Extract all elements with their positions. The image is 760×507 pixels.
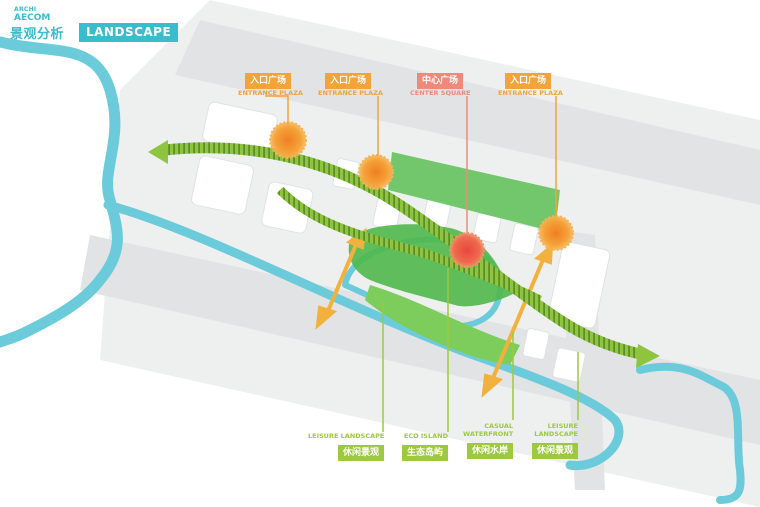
brand-small-text: ARCHI [14,6,37,13]
label-eco-island: ECO ISLAND 生态岛屿 [398,432,448,461]
axis-secondary [488,253,547,387]
label-zh: 入口广场 [244,73,291,89]
label-zh: 休闲景观 [337,445,384,461]
label-leisure-landscape-2: LEISURE LANDSCAPE 休闲景观 [530,422,578,459]
label-casual-waterfront: CASUAL WATERFRONT 休闲水岸 [463,422,513,459]
label-en: ENTRANCE PLAZA [238,89,303,97]
arrow-head-west [148,140,168,164]
label-zh: 休闲景观 [531,443,578,459]
axis-secondary [323,238,360,320]
label-center-square: 中心广场 CENTER SQUARE [410,68,471,97]
nodes [269,121,574,268]
label-zh: 入口广场 [324,73,371,89]
arrow-head [315,305,338,330]
label-zh: 入口广场 [504,73,551,89]
brand-logo: ARCHI AECOM [14,6,50,24]
label-zh: 中心广场 [416,73,463,89]
label-leisure-landscape-1: LEISURE LANDSCAPE 休闲景观 [308,432,384,461]
label-en: CASUAL WATERFRONT [463,422,514,438]
leader-lines [265,95,579,432]
page-title-en: LANDSCAPE [79,23,179,42]
entrance-plaza-node [358,154,394,190]
entrance-plaza-node [269,121,307,159]
green-south-park [365,285,520,365]
building [552,347,586,383]
label-zh: 生态岛屿 [401,445,448,461]
label-en: ECO ISLAND [403,432,448,440]
building [522,328,550,360]
river-northwest [0,36,123,348]
label-en: ENTRANCE PLAZA [318,89,383,97]
label-zh: 休闲水岸 [466,443,513,459]
center-square-node [449,232,485,268]
secondary-axes [315,227,554,398]
axis-loop [276,186,543,305]
label-entrance-plaza-2: 入口广场 ENTRANCE PLAZA [318,68,383,97]
label-entrance-plaza-3: 入口广场 ENTRANCE PLAZA [498,68,563,97]
page-title-zh: 景观分析 [10,27,65,42]
label-entrance-plaza-1: 入口广场 ENTRANCE PLAZA [238,68,303,97]
building [509,222,539,256]
brand-name: AECOM [14,13,51,23]
building [191,155,254,215]
label-en: CENTER SQUARE [410,89,471,97]
green-north [388,152,560,232]
label-en: ENTRANCE PLAZA [498,89,563,97]
entrance-plaza-node [538,215,574,251]
arrow-head-east [636,344,660,368]
arrow-head [533,242,554,265]
arrow-head [481,373,504,398]
label-en: LEISURE LANDSCAPE [534,422,578,438]
label-en: LEISURE LANDSCAPE [308,432,385,440]
river-east [636,362,745,504]
leader-line [265,95,289,125]
